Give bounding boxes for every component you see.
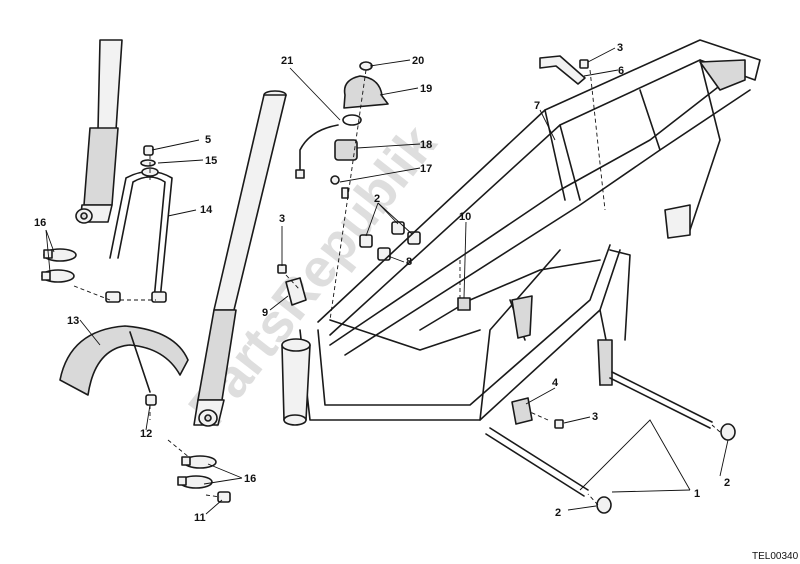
callout-labels: 1 2 2 2 3 3 3 4 5 6 7 8 9 10 11 12 13 14… xyxy=(34,42,730,524)
callout-3: 3 xyxy=(279,213,285,225)
callout-16: 16 xyxy=(34,217,46,229)
fork-clamp-lower xyxy=(177,455,231,503)
callout-13: 13 xyxy=(67,315,79,327)
callout-10: 10 xyxy=(459,211,471,223)
brace-screw xyxy=(140,145,156,167)
dashed-centerlines xyxy=(73,69,721,506)
callout-20: 20 xyxy=(412,55,424,67)
callout-7: 7 xyxy=(534,100,540,112)
callout-5: 5 xyxy=(205,134,211,146)
screws xyxy=(277,59,589,429)
callout-18: 18 xyxy=(420,139,432,151)
right-fork-leg xyxy=(193,90,287,427)
callout-3: 3 xyxy=(592,411,598,423)
callout-14: 14 xyxy=(200,204,213,216)
fork-clamp-upper xyxy=(41,248,77,283)
main-frame xyxy=(281,39,761,426)
callout-4: 4 xyxy=(552,377,559,389)
callout-21: 21 xyxy=(281,55,293,67)
callout-12: 12 xyxy=(140,428,152,440)
callout-1: 1 xyxy=(694,488,700,500)
front-mudguard xyxy=(59,325,189,406)
callout-2: 2 xyxy=(374,193,380,205)
callout-16: 16 xyxy=(244,473,256,485)
callout-2: 2 xyxy=(555,507,561,519)
ignition-assembly xyxy=(295,61,389,199)
callout-8: 8 xyxy=(406,256,412,268)
callout-19: 19 xyxy=(420,83,432,95)
callout-15: 15 xyxy=(205,155,217,167)
callout-3: 3 xyxy=(617,42,623,54)
leader-lines xyxy=(45,47,729,515)
left-fork-leg xyxy=(75,39,123,224)
callout-2: 2 xyxy=(724,477,730,489)
callout-9: 9 xyxy=(262,307,268,319)
drawing-code: TEL00340 xyxy=(752,551,799,562)
fork-brace xyxy=(105,167,173,303)
callout-17: 17 xyxy=(420,163,432,175)
callout-11: 11 xyxy=(194,512,206,524)
callout-6: 6 xyxy=(618,65,624,77)
